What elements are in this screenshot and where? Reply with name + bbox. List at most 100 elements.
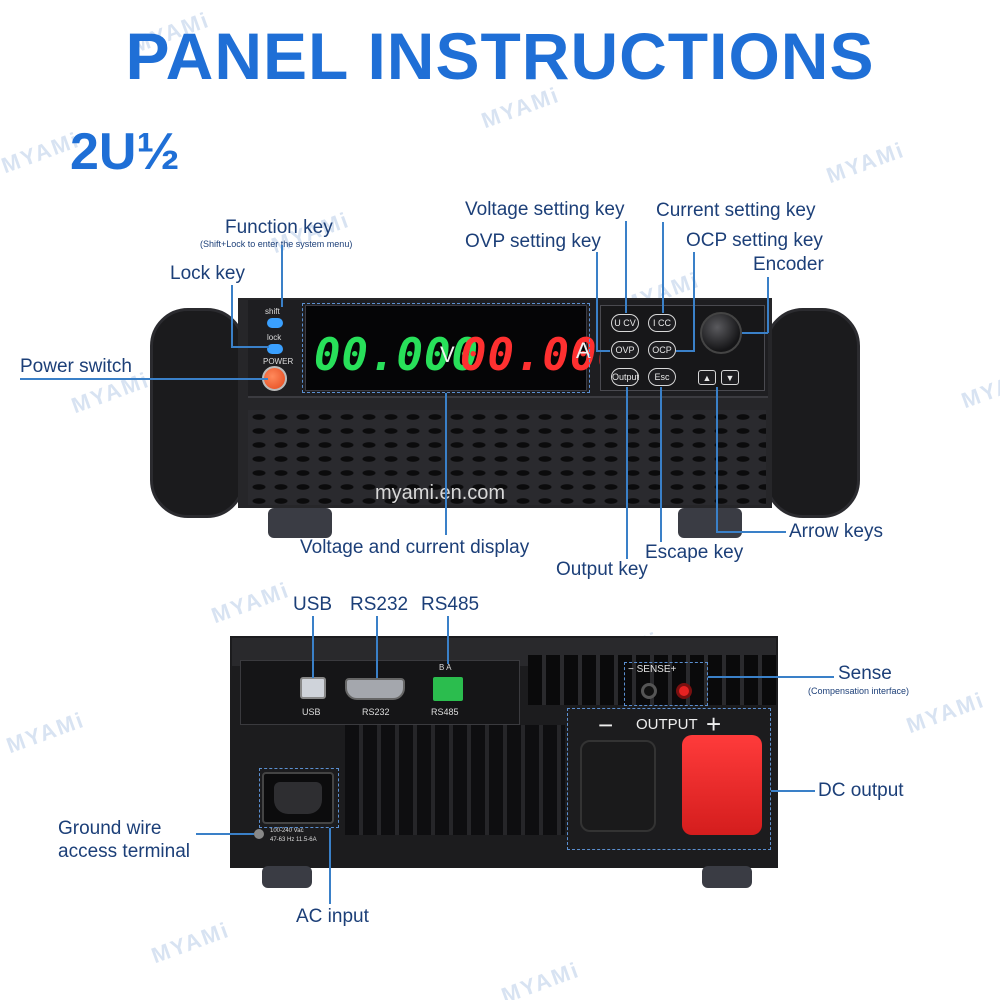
- leader-voltage-setting: [625, 221, 627, 313]
- rs485-pins: B A: [439, 663, 452, 672]
- display-highlight: [302, 303, 590, 393]
- current-unit: A: [576, 338, 591, 363]
- lock-button[interactable]: [267, 344, 283, 354]
- leader-ocp-setting: [693, 252, 695, 352]
- sense-highlight: [624, 662, 708, 706]
- arrow-up-key[interactable]: ▲: [698, 370, 716, 385]
- voltage-setting-key[interactable]: U CV: [611, 314, 639, 332]
- watermark: MYAMi: [148, 916, 233, 969]
- label-ocp-setting-key: OCP setting key: [686, 230, 823, 251]
- label-power-switch: Power switch: [20, 356, 132, 377]
- label-voltage-setting-key: Voltage setting key: [465, 199, 625, 220]
- output-minus-label: −: [598, 710, 614, 740]
- front-panel: myami.en.com shift lock POWER 00.000 V 0…: [150, 290, 860, 540]
- encoder-knob[interactable]: [700, 312, 742, 354]
- label-output-key: Output key: [556, 559, 648, 580]
- output-plus-label: +: [706, 709, 722, 739]
- watermark: MYAMi: [498, 956, 583, 1000]
- output-panel-label: OUTPUT: [636, 716, 698, 733]
- ocp-setting-key[interactable]: OCP: [648, 341, 676, 359]
- label-usb: USB: [293, 594, 333, 615]
- label-encoder: Encoder: [753, 254, 824, 275]
- rs485-port[interactable]: [433, 677, 463, 701]
- label-sense: Sense: [838, 663, 892, 684]
- sense-minus-terminal[interactable]: [641, 683, 657, 699]
- leader-rs232: [376, 616, 378, 678]
- ground-terminal[interactable]: [254, 829, 264, 839]
- voltage-unit: V: [440, 342, 455, 367]
- ac-inlet-socket: [274, 782, 322, 814]
- leader-encoder: [767, 277, 769, 333]
- leader-arrow-keys-h: [716, 531, 786, 533]
- label-current-setting-key: Current setting key: [656, 200, 816, 221]
- leader-dc-output: [771, 790, 815, 792]
- leader-current-setting: [662, 222, 664, 313]
- leader-power-switch: [20, 378, 268, 380]
- display-panel: [305, 305, 587, 391]
- label-ac-input: AC input: [296, 906, 369, 927]
- rear-vents-main: [345, 725, 565, 835]
- leader-escape-key: [660, 387, 662, 542]
- output-highlight: [567, 708, 771, 850]
- ac-rating-2: 47-63 Hz 11.5-6A: [270, 837, 317, 843]
- rs485-port-label: RS485: [431, 707, 459, 717]
- front-foot-right: [678, 508, 742, 538]
- rear-foot-left: [262, 866, 312, 888]
- rs232-port[interactable]: [345, 678, 405, 700]
- output-negative-cap[interactable]: [580, 740, 656, 832]
- label-ground-terminal: access terminal: [58, 841, 190, 862]
- lock-label: lock: [267, 333, 282, 342]
- label-function-key-note: (Shift+Lock to enter the system menu): [200, 239, 353, 249]
- leader-ovp-setting-h: [596, 350, 610, 352]
- label-escape-key: Escape key: [645, 542, 744, 563]
- watermark: MYAMi: [208, 576, 293, 629]
- label-sense-note: (Compensation interface): [808, 686, 910, 696]
- shift-label: shift: [265, 307, 280, 316]
- page-subtitle: 2U½: [70, 123, 180, 181]
- ac-rating-1: 100-240 Vac: [270, 828, 304, 834]
- output-key[interactable]: Output: [611, 368, 639, 386]
- leader-lock-key: [231, 285, 233, 347]
- voltage-readout: 00.000: [314, 330, 479, 381]
- watermark: MYAMi: [823, 136, 908, 189]
- watermark: MYAMi: [903, 686, 988, 739]
- power-label: POWER: [263, 357, 294, 366]
- ventilation-grille: [248, 410, 766, 505]
- sense-plus-terminal[interactable]: [676, 683, 692, 699]
- leader-ovp-setting: [596, 252, 598, 352]
- rear-foot-right: [702, 866, 752, 888]
- leader-ground: [196, 833, 254, 835]
- leader-encoder-h: [742, 332, 768, 334]
- leader-usb: [312, 616, 314, 678]
- label-dc-output: DC output: [818, 780, 904, 801]
- label-ovp-setting-key: OVP setting key: [465, 231, 601, 252]
- ac-inlet-highlight: [259, 768, 339, 828]
- left-handle: [150, 308, 245, 518]
- label-arrow-keys: Arrow keys: [789, 521, 883, 542]
- label-rs485: RS485: [421, 594, 480, 615]
- usb-port-label: USB: [302, 707, 321, 717]
- leader-arrow-keys: [716, 387, 718, 532]
- shift-button[interactable]: [267, 318, 283, 328]
- rs232-port-label: RS232: [362, 707, 390, 717]
- sense-panel-label: − SENSE+: [628, 664, 677, 675]
- page-title: PANEL INSTRUCTIONS: [125, 19, 875, 93]
- leader-sense: [708, 676, 834, 678]
- current-setting-key[interactable]: I CC: [648, 314, 676, 332]
- ovp-setting-key[interactable]: OVP: [611, 341, 639, 359]
- leader-function-key: [281, 245, 283, 307]
- leader-display: [445, 393, 447, 535]
- leader-lock-key-h: [231, 346, 269, 348]
- leader-ocp-setting-h: [676, 350, 694, 352]
- escape-key[interactable]: Esc: [648, 368, 676, 386]
- label-display: Voltage and current display: [300, 537, 530, 558]
- leader-rs485: [447, 616, 449, 664]
- brand-url: myami.en.com: [375, 482, 506, 504]
- right-handle: [765, 308, 860, 518]
- label-lock-key: Lock key: [170, 263, 245, 284]
- output-positive-cap[interactable]: [682, 735, 762, 835]
- arrow-down-key[interactable]: ▼: [721, 370, 739, 385]
- label-rs232: RS232: [350, 594, 409, 615]
- usb-port[interactable]: [300, 677, 326, 699]
- label-function-key: Function key: [225, 217, 333, 238]
